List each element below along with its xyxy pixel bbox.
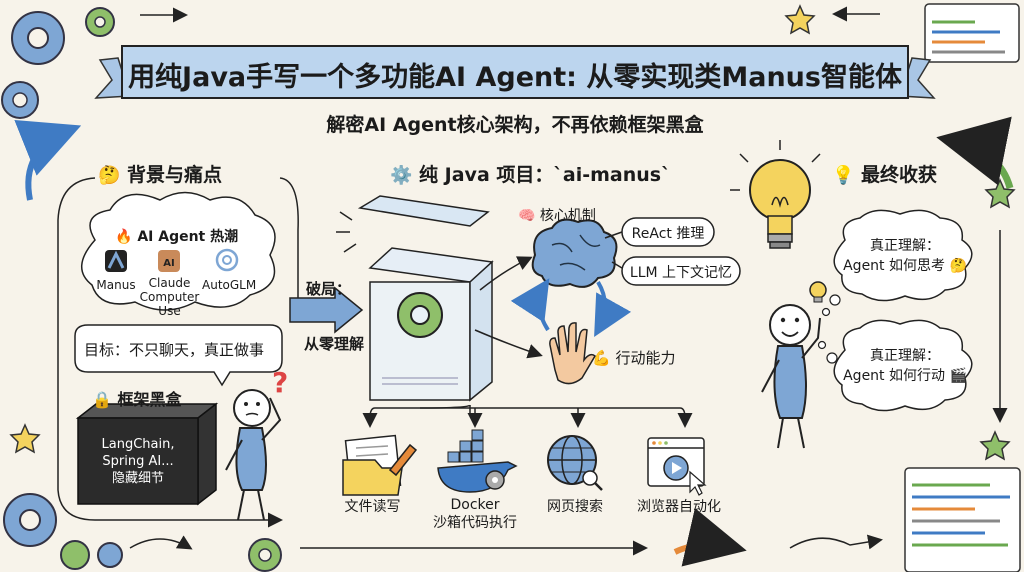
light-bulb-heading-icon: 💡 xyxy=(832,165,855,186)
left-heading: 🤔 背景与痛点 xyxy=(98,164,223,186)
blackbox-text: LangChain, Spring AI... 隐藏细节 xyxy=(101,437,175,486)
subtitle: 解密AI Agent核心架构，不再依赖框架黑盒 xyxy=(326,114,704,136)
gear-icon xyxy=(85,7,115,37)
gear-heading-icon: ⚙️ xyxy=(390,165,413,186)
gear-icon xyxy=(11,11,65,65)
product-manus: Manus xyxy=(96,278,136,292)
tool-browser: 浏览器自动化 xyxy=(637,499,721,515)
flexed-biceps-icon: 💪 xyxy=(592,349,611,367)
tool-file: 文件读写 xyxy=(344,499,401,515)
llm-pill xyxy=(621,256,741,286)
goal-bubble xyxy=(74,324,283,387)
gear-icon xyxy=(3,493,57,547)
fire-icon: 🔥 xyxy=(115,229,133,245)
thought-bubble-act xyxy=(833,319,973,412)
svg-text:AI: AI xyxy=(163,258,174,269)
thinking-face-icon: 🤔 xyxy=(949,258,967,274)
gear-icon xyxy=(60,540,90,570)
code-window-icon xyxy=(924,3,1020,63)
breakthrough-label: 破局： xyxy=(306,280,352,298)
goal-text: 目标：不只聊天，真正做事 xyxy=(84,341,265,359)
brain-icon xyxy=(531,218,618,288)
brain-small-icon: 🧠 xyxy=(518,208,536,224)
question-mark: ? xyxy=(272,366,289,399)
tool-docker: Docker 沙箱代码执行 xyxy=(433,497,517,531)
hand-icon xyxy=(549,322,596,385)
autoglm-logo xyxy=(215,248,239,272)
lock-icon: 🔒 xyxy=(92,390,112,409)
blackbox-cube xyxy=(75,402,219,506)
title-banner xyxy=(94,45,936,99)
light-bulb-icon xyxy=(730,140,821,249)
happy-person xyxy=(761,304,821,449)
gear-icon xyxy=(1,81,39,119)
folder-pencil-icon xyxy=(342,434,418,496)
bubble-think-text: 真正理解： Agent 如何思考 🤔 xyxy=(843,238,967,274)
code-window-icon xyxy=(904,467,1021,572)
tool-search: 网页搜索 xyxy=(547,499,603,515)
right-heading: 💡 最终收获 xyxy=(832,164,938,186)
star-icon xyxy=(9,423,41,454)
star-icon xyxy=(784,4,816,35)
claude-logo xyxy=(158,250,180,272)
confused-person xyxy=(225,389,282,521)
browser-play-icon xyxy=(647,437,707,496)
page-title: 用纯Java手写一个多功能AI Agent: 从零实现类Manus智能体 xyxy=(128,61,902,93)
action-label: 💪 行动能力 xyxy=(592,349,676,367)
clapper-board-icon: 🎬 xyxy=(949,368,967,384)
trend-title: 🔥 AI Agent 热潮 xyxy=(115,229,239,245)
gear-icon xyxy=(397,292,443,338)
center-heading: ⚙️ 纯 Java 项目：`ai-manus` xyxy=(390,164,671,186)
small-light-bulb-icon xyxy=(809,281,827,303)
star-icon xyxy=(979,430,1011,461)
gear-icon xyxy=(248,538,282,572)
breakthrough-arrow xyxy=(289,286,364,334)
core-title: 🧠 核心机制 xyxy=(518,208,596,224)
gear-icon xyxy=(97,542,123,568)
bubble-act-text: 真正理解： Agent 如何行动 🎬 xyxy=(843,348,967,384)
thinking-face-icon: 🤔 xyxy=(98,165,121,186)
glass-box xyxy=(357,195,494,402)
product-claude: Claude Computer Use xyxy=(139,276,200,318)
llm-label: LLM 上下文记忆 xyxy=(629,265,733,281)
product-autoglm: AutoGLM xyxy=(202,278,257,292)
thought-bubble-think xyxy=(833,209,973,302)
react-pill xyxy=(621,217,715,247)
breakthrough-sublabel: 从零理解 xyxy=(304,335,365,353)
star-icon xyxy=(984,178,1016,209)
react-label: ReAct 推理 xyxy=(631,226,705,242)
blackbox-title: 🔒 框架黑盒 xyxy=(92,390,182,409)
globe-search-icon xyxy=(547,435,603,491)
docker-whale-icon xyxy=(437,429,518,493)
